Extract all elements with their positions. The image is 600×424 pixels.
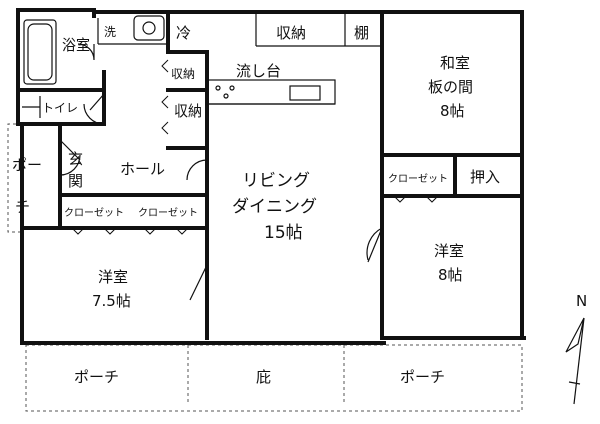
room-label-fridge: 冷 xyxy=(176,24,191,42)
room-label-eaves: 庇 xyxy=(256,368,271,386)
porch-left-outline xyxy=(7,123,22,233)
room-label-closet-left-1: クローゼット xyxy=(64,207,124,219)
exterior-walls xyxy=(16,8,526,345)
door-swings xyxy=(59,43,383,301)
room-label-storage-kitchen: 収納 xyxy=(171,67,195,81)
room-label-wash: 洗 xyxy=(104,25,116,39)
room-label-porch-bottom-right: ポーチ xyxy=(400,368,445,386)
room-label-toilet: トイレ xyxy=(42,101,78,115)
room-label-living-3: 15帖 xyxy=(264,223,303,243)
room-label-japanese-3: 8帖 xyxy=(440,102,465,120)
room-label-storage-hall: 収納 xyxy=(174,102,202,120)
room-label-closet-left-2: クローゼット xyxy=(138,207,198,219)
room-label-closet-right: クローゼット xyxy=(388,173,448,185)
room-label-porch-left-1: ポー xyxy=(12,156,42,174)
room-label-western-left-1: 洋室 xyxy=(98,268,128,286)
room-label-western-right-2: 8帖 xyxy=(438,266,463,284)
room-label-shelf: 棚 xyxy=(354,24,369,42)
room-label-storage-top: 収納 xyxy=(276,24,306,42)
closet-door-marks xyxy=(71,59,439,235)
room-label-living-1: リビング xyxy=(242,171,310,191)
room-label-bath-1: 浴室 xyxy=(62,36,90,54)
room-label-western-right-1: 洋室 xyxy=(434,242,464,260)
room-label-entrance-1: 玄 xyxy=(68,150,83,168)
fixtures xyxy=(22,12,382,118)
room-label-japanese-2: 板の間 xyxy=(428,78,473,96)
room-label-sink: 流し台 xyxy=(236,62,281,80)
room-label-entrance-2: 関 xyxy=(68,172,83,190)
room-label-living-2: ダイニング xyxy=(232,197,317,217)
room-label-hall: ホール xyxy=(120,160,165,178)
compass-icon: N xyxy=(565,292,587,405)
room-label-porch-left-2: チ xyxy=(15,198,30,216)
compass-label: N xyxy=(576,292,587,310)
room-label-oshiire: 押入 xyxy=(470,168,500,186)
room-label-western-left-2: 7.5帖 xyxy=(92,292,131,310)
room-label-japanese-1: 和室 xyxy=(440,54,470,72)
room-label-porch-bottom-left: ポーチ xyxy=(74,368,119,386)
